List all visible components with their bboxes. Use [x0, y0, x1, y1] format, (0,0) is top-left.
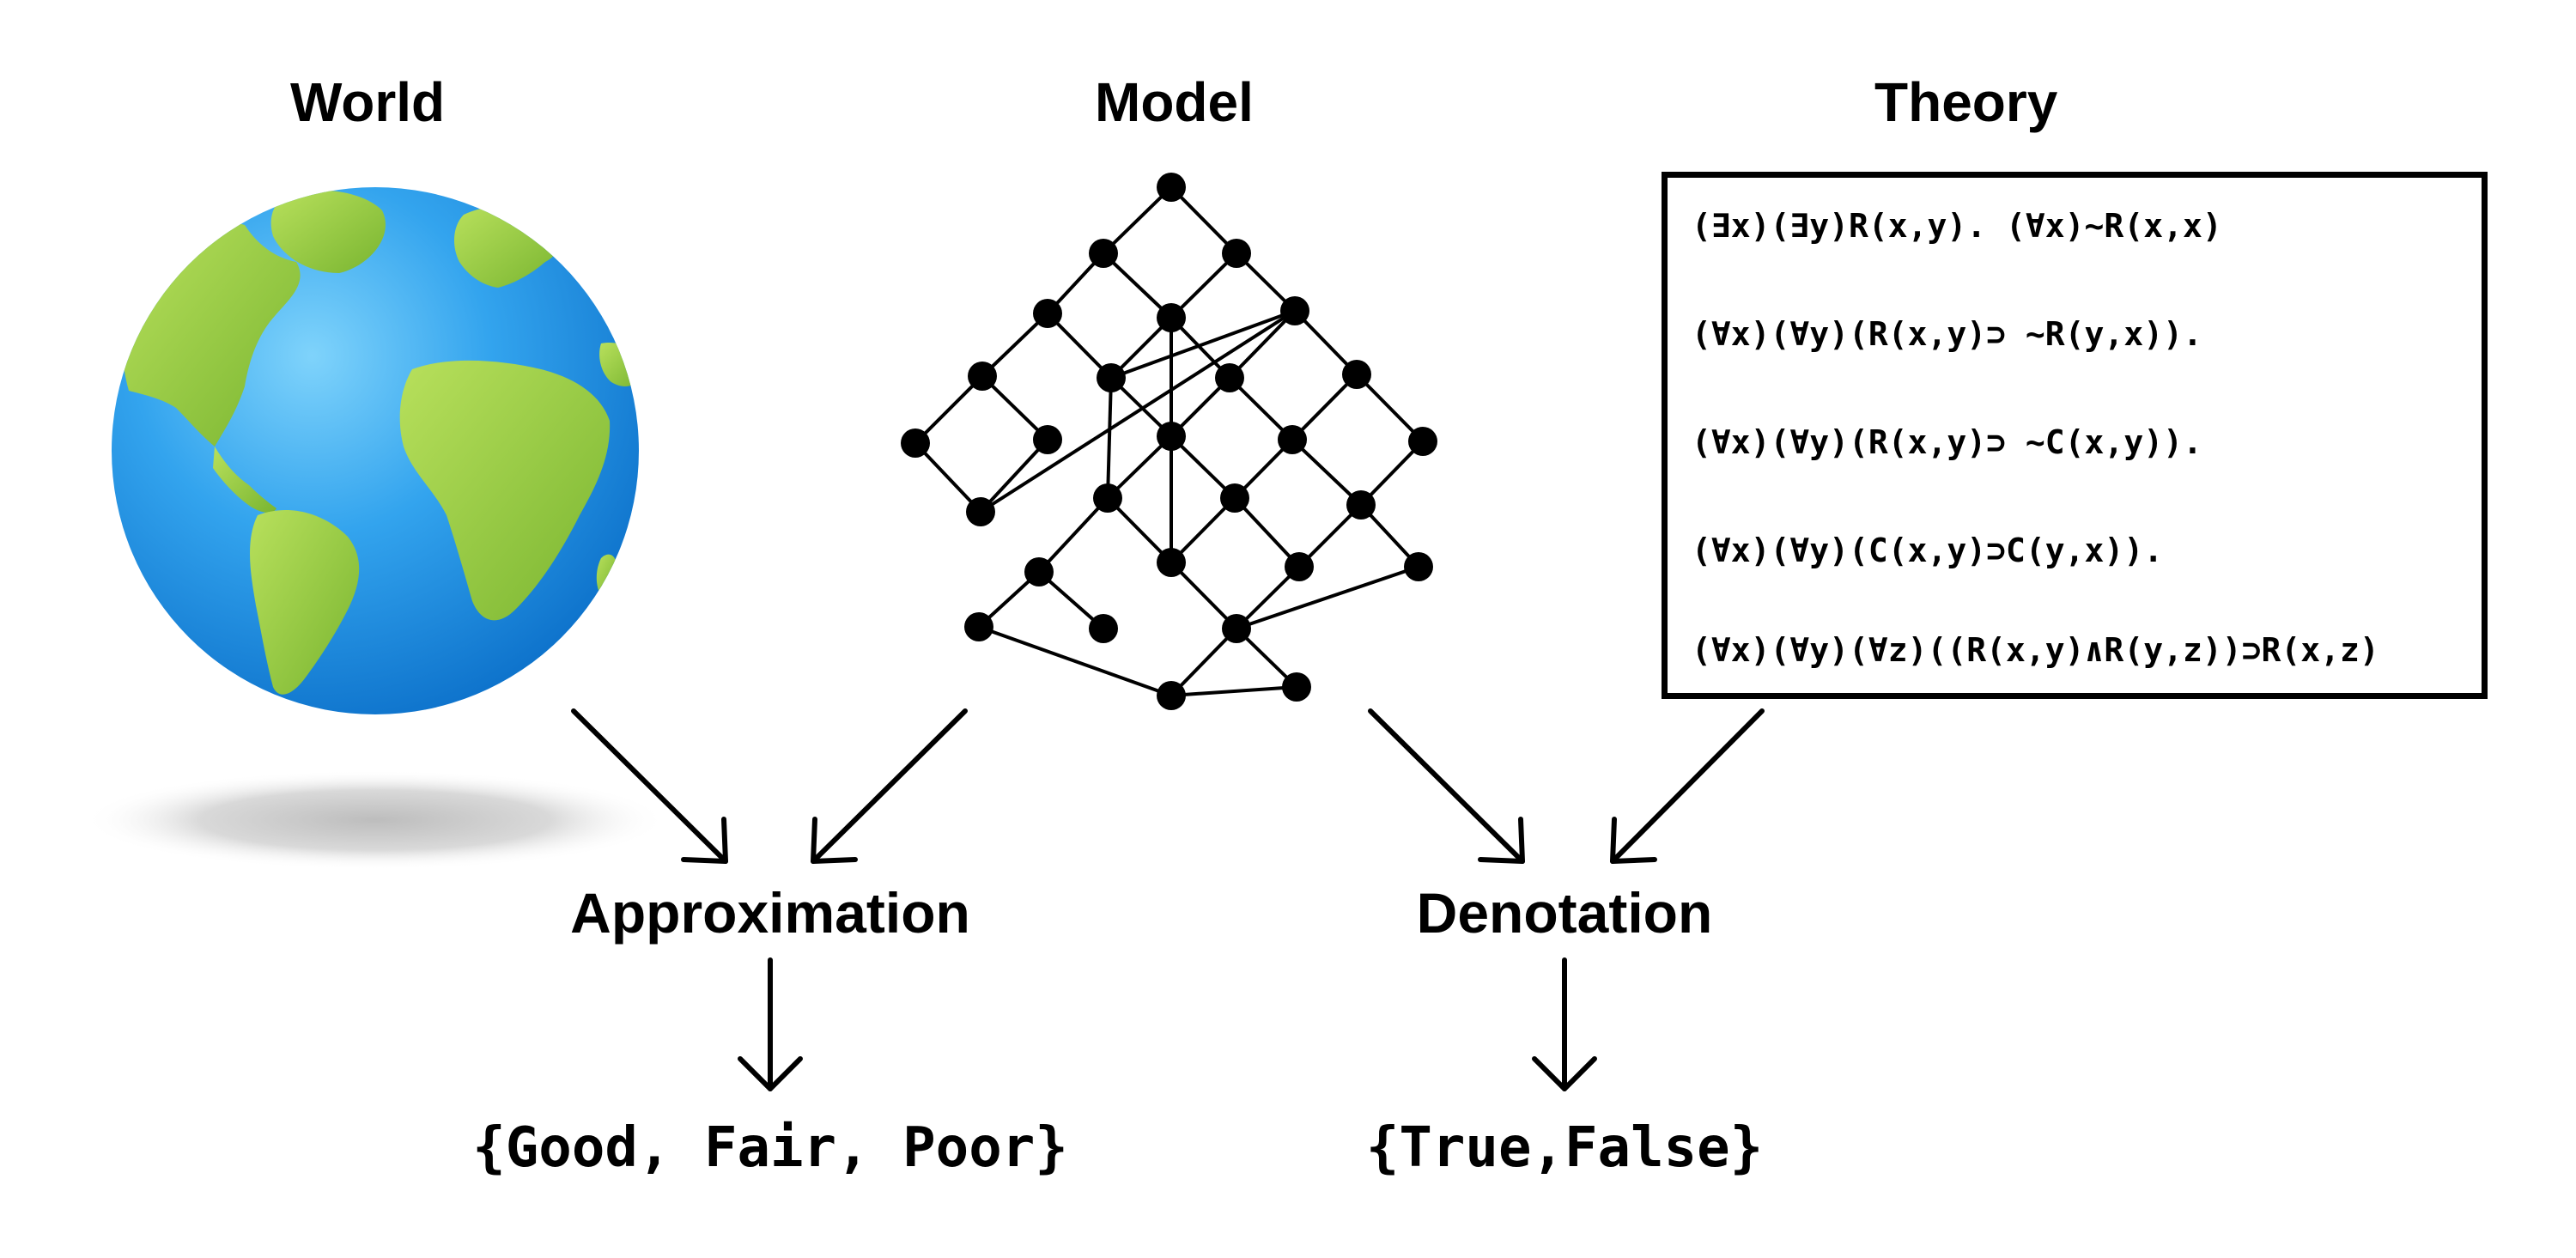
approximation-label: Approximation: [570, 881, 970, 945]
theory-box: (∃x)(∃y)R(x,y). (∀x)~R(x,x) (∀x)(∀y)(R(x…: [1662, 172, 2488, 699]
lattice-edge: [1233, 496, 1301, 568]
theory-formula: (∃x)(∃y)R(x,y). (∀x)~R(x,x): [1692, 207, 2222, 245]
lattice-node: [1024, 557, 1054, 586]
lattice-edge: [981, 312, 1049, 378]
lattice-node: [1282, 672, 1311, 702]
lattice-node: [1033, 299, 1062, 328]
lattice-edge: [1293, 309, 1358, 376]
arrow-theory-to-denotation: [1610, 708, 1765, 864]
lattice-edge: [1102, 252, 1173, 319]
lattice-edge: [981, 374, 1049, 441]
lattice-node: [1280, 296, 1309, 325]
lattice-node: [968, 362, 997, 391]
lattice-node: [1346, 490, 1376, 520]
lattice-edge: [979, 309, 1297, 514]
lattice-node: [1342, 360, 1371, 389]
lattice-edge: [1228, 309, 1297, 380]
lattice-edge: [1170, 435, 1236, 500]
lattice-edge: [1170, 627, 1238, 697]
lattice-node: [1157, 303, 1186, 332]
arrow-world-to-approximation: [571, 708, 728, 864]
lattice-edge: [1037, 496, 1109, 574]
theory-heading: Theory: [1874, 71, 2058, 133]
lattice-edge: [1106, 496, 1173, 564]
lattice-edge: [1170, 185, 1238, 255]
arrow-model-to-denotation: [1368, 708, 1525, 864]
theory-formula: (∀x)(∀y)(R(x,y)⊃ ~C(x,y)).: [1692, 423, 2202, 461]
lattice-node: [1157, 548, 1186, 577]
lattice-edge: [1170, 685, 1297, 697]
denotation-label: Denotation: [1416, 881, 1713, 945]
globe-shadow: [83, 770, 667, 870]
lattice-edge: [1106, 435, 1173, 500]
south-america-shape: [250, 510, 360, 695]
lattice-node: [1157, 173, 1186, 202]
approximation-values: {Good, Fair, Poor}: [472, 1116, 1068, 1180]
lattice-node: [1408, 427, 1437, 456]
lattice-edge: [914, 374, 984, 445]
lattice-edge: [1170, 561, 1238, 630]
theory-formula: (∀x)(∀y)(R(x,y)⊃ ~R(y,x)).: [1692, 315, 2202, 353]
central-america-shape: [213, 447, 276, 514]
lattice-node: [1157, 422, 1186, 451]
lattice-edge: [1170, 252, 1238, 319]
lattice-node: [1033, 425, 1062, 454]
africa-shape: [399, 360, 611, 621]
theory-formula: (∀x)(∀y)(∀z)((R(x,y)∧R(y,z))⊃R(x,z): [1692, 631, 2379, 669]
lattice-node: [1215, 363, 1244, 392]
lattice-node: [1404, 552, 1433, 581]
denotation-values: {True,False}: [1365, 1116, 1764, 1180]
lattice-edge: [1046, 312, 1113, 380]
lattice-node: [1222, 239, 1251, 268]
globe-icon: [83, 187, 667, 870]
lattice-edge: [979, 438, 1049, 514]
lattice-node: [1097, 363, 1126, 392]
lattice-node: [1278, 425, 1307, 454]
lattice-edge: [1291, 373, 1358, 441]
arrow-denotation-to-values: [1532, 957, 1597, 1091]
lattice-node: [964, 612, 993, 641]
lattice-node: [1089, 239, 1118, 268]
lattice-edge: [1359, 440, 1425, 507]
lattice-node: [1285, 552, 1314, 581]
lattice-edge: [1236, 565, 1419, 630]
lattice-edge: [1235, 565, 1301, 630]
lattice-node: [1220, 483, 1249, 513]
lattice-edge: [978, 625, 1172, 697]
world-heading: World: [290, 71, 446, 133]
lattice-node: [1089, 614, 1118, 643]
arrow-model-to-approximation: [811, 708, 968, 864]
lattice-node: [1157, 681, 1186, 710]
arrow-approximation-to-values: [738, 957, 803, 1091]
model-heading: Model: [1095, 71, 1254, 133]
lattice-edge: [914, 441, 982, 514]
lattice-edge: [1228, 376, 1294, 441]
lattice-edge: [1355, 373, 1425, 443]
lattice-edge: [1106, 377, 1113, 499]
lattice-node: [1222, 614, 1251, 643]
lattice-edge: [1102, 185, 1173, 255]
lattice-node: [1093, 483, 1122, 513]
model-lattice: [901, 173, 1437, 710]
lattice-node: [901, 428, 930, 458]
lattice-edge: [1170, 496, 1236, 564]
theory-formula: (∀x)(∀y)(C(x,y)⊃C(y,x)).: [1692, 532, 2164, 569]
lattice-node: [966, 497, 995, 526]
lattice-edge: [1110, 309, 1296, 380]
lattice-edge: [1291, 438, 1363, 507]
greenland-shape: [270, 190, 386, 273]
